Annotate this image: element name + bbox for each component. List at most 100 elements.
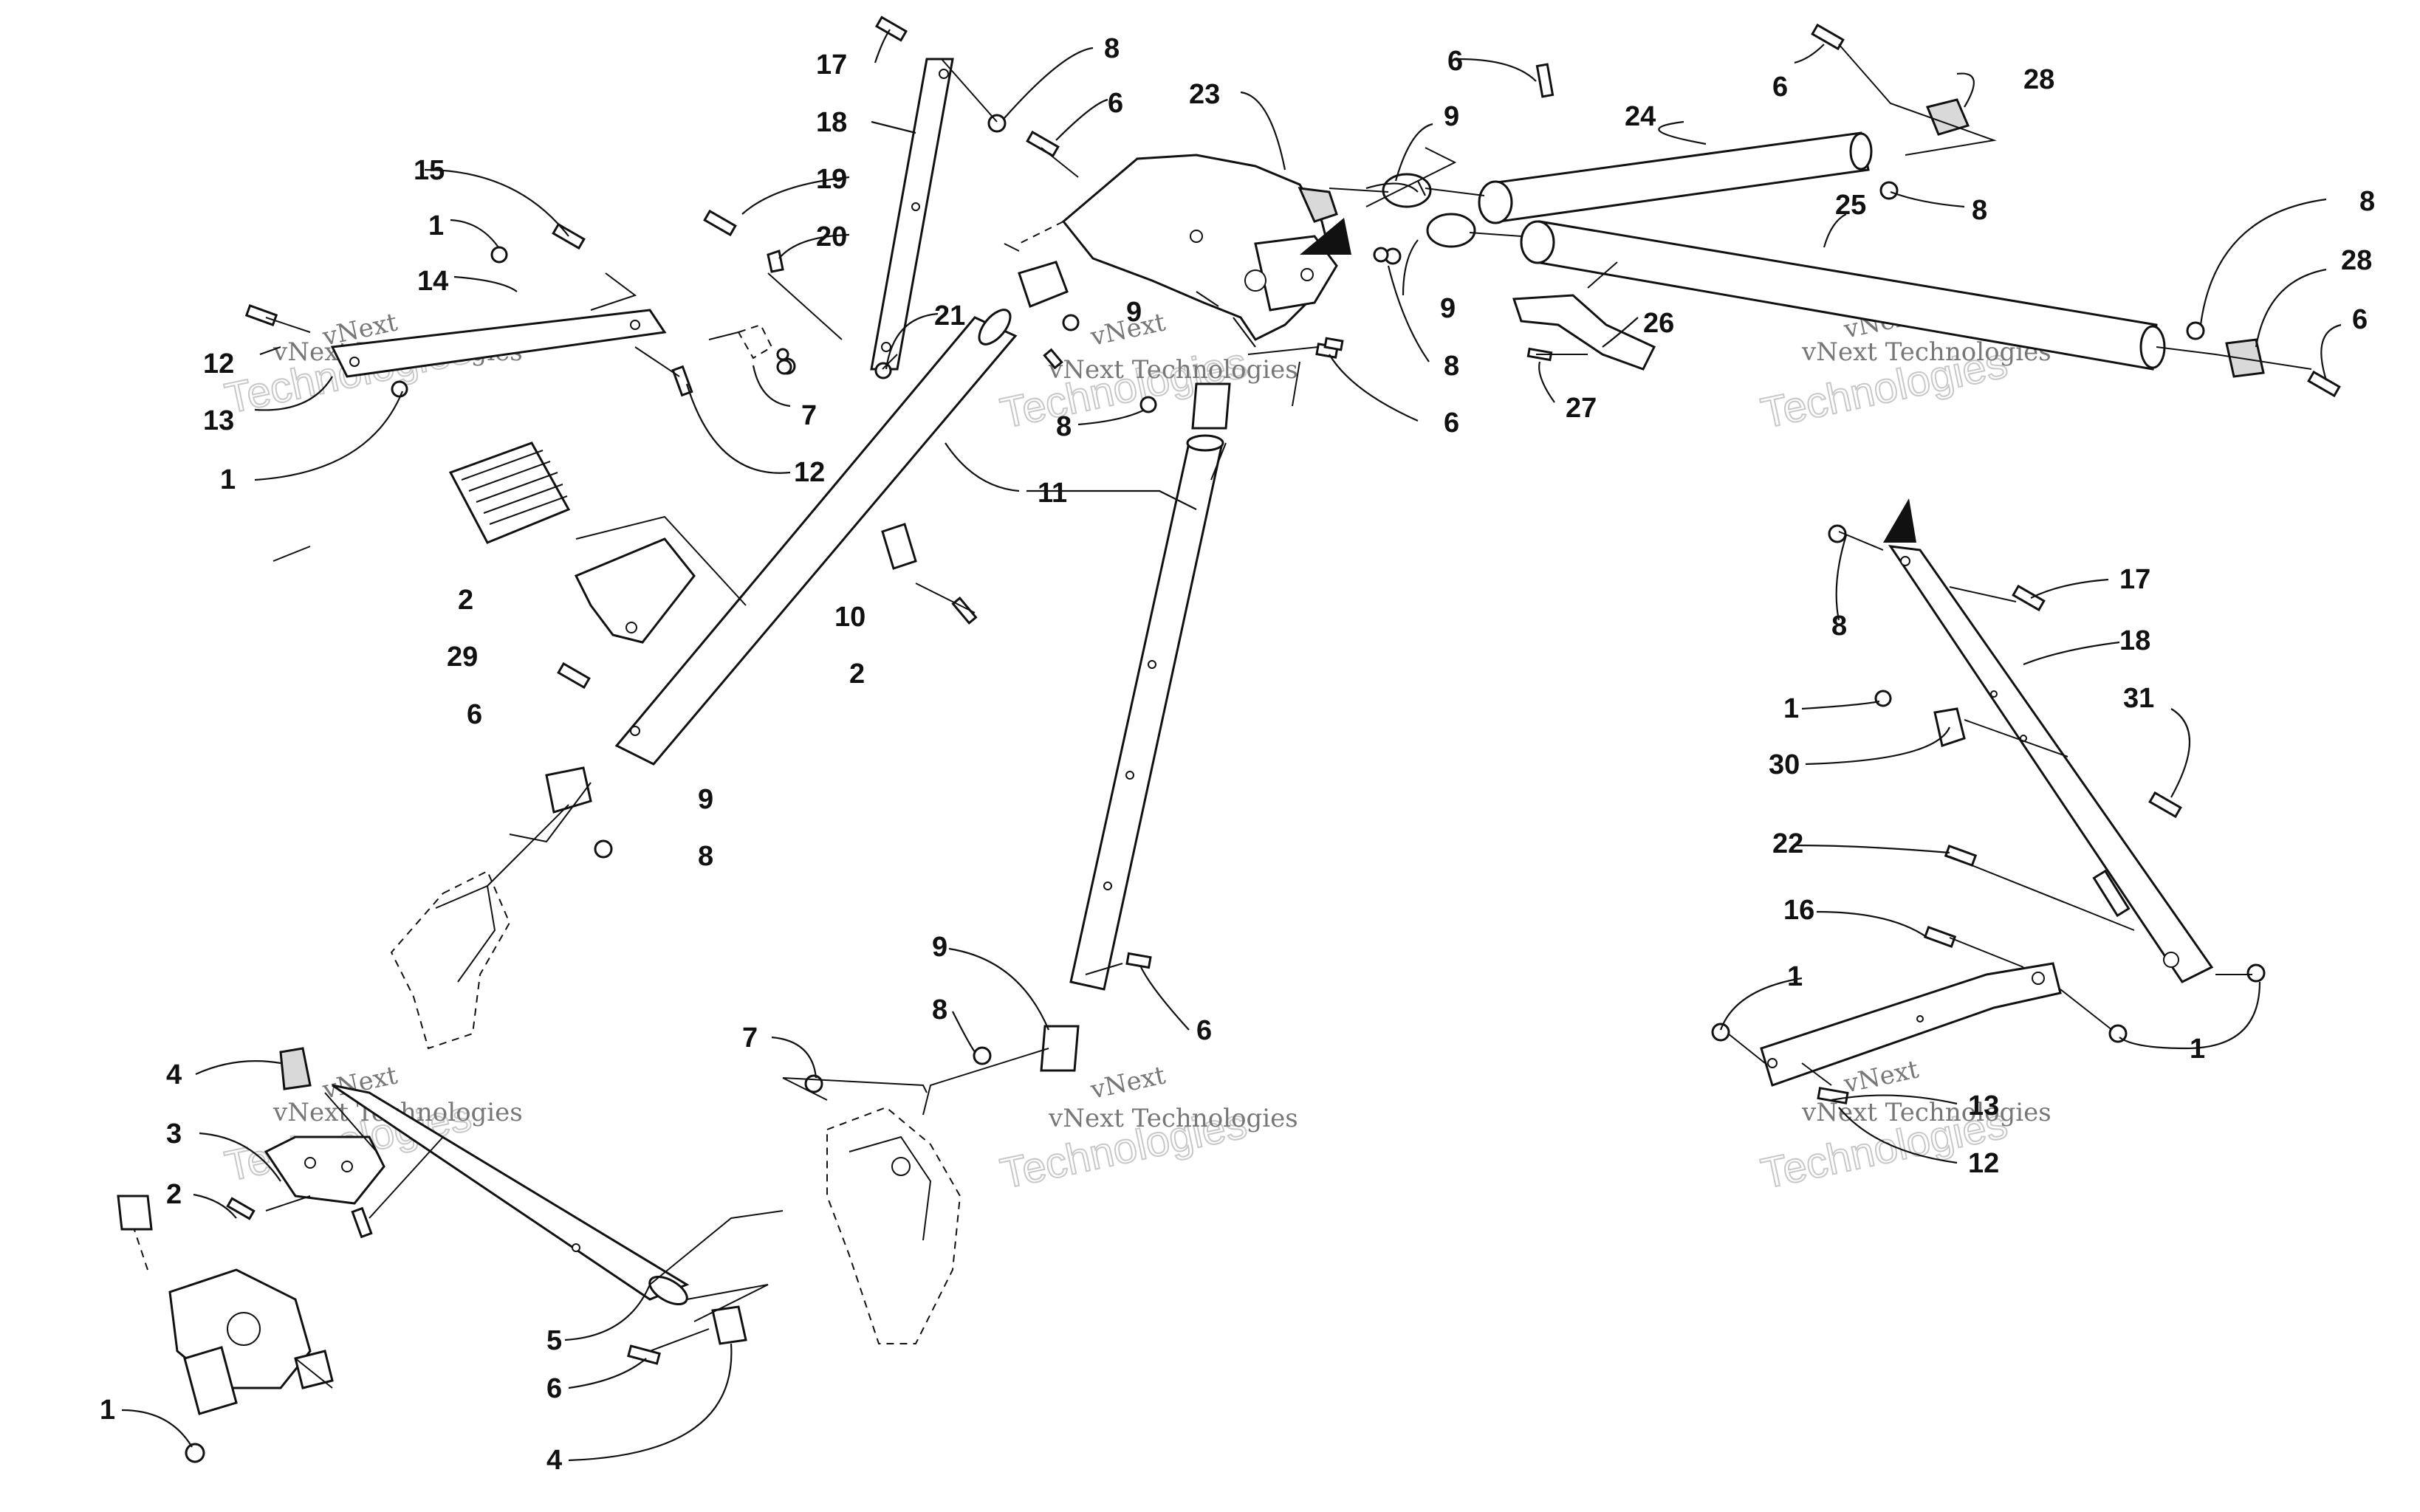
bracket-top-left (330, 309, 667, 378)
callout-30: 30 (1769, 749, 1800, 780)
callout-15: 15 (414, 155, 445, 186)
cross-tube-lower (1520, 220, 2166, 371)
end-cap-right (2225, 338, 2265, 378)
fasteners (185, 16, 2341, 1463)
callout-19: 19 (816, 164, 847, 195)
callout-7-top: 7 (801, 400, 817, 431)
callout-8-center: 8 (1056, 411, 1072, 442)
callout-2-center: 2 (849, 659, 865, 690)
callout-14: 14 (417, 266, 448, 297)
callout-6-casting: 6 (1447, 46, 1463, 77)
bracket-26 (1512, 294, 1656, 371)
callout-9-lower: 9 (1440, 293, 1456, 324)
vertical-tube-right (1069, 434, 1224, 991)
callout-6-center: 6 (1444, 408, 1459, 439)
callout-18-right: 18 (2119, 625, 2150, 656)
actuator-motor (117, 1195, 334, 1415)
leader-lines (121, 29, 2342, 1462)
center-casting (1018, 154, 1351, 341)
clip-20 (767, 250, 784, 273)
callout-4-bottom: 4 (546, 1445, 562, 1476)
callout-1-right-bar: 1 (1787, 961, 1803, 992)
callout-13-right: 13 (1968, 1090, 1999, 1121)
end-cap-top (1925, 98, 1970, 136)
bracket-3 (264, 1135, 385, 1205)
callout-6-top-right: 6 (1772, 72, 1788, 103)
clamp-mid-left (545, 766, 592, 814)
callout-17-right: 17 (2119, 564, 2150, 595)
callout-20: 20 (816, 221, 847, 252)
frame-casting-right (826, 1106, 962, 1344)
callout-labels: 17 8 18 6 23 19 20 21 15 1 14 12 13 1 7 … (100, 33, 2375, 1476)
callout-7-bottom: 7 (742, 1023, 758, 1054)
lower-bar-right (1760, 962, 2062, 1087)
callout-12-top-center: 12 (794, 457, 825, 488)
callout-26: 26 (1643, 308, 1674, 339)
callout-2-relay: 2 (458, 585, 473, 616)
clamp-vertical-top (1191, 382, 1231, 430)
callout-31: 31 (2123, 683, 2154, 714)
callout-10: 10 (834, 602, 865, 633)
callout-8-vertical-bottom: 8 (932, 994, 947, 1025)
svg-text:vNext Technologies: vNext Technologies (1048, 1104, 1298, 1133)
callout-9-vertical-bottom: 9 (932, 932, 947, 963)
callout-9-mid-left: 9 (698, 784, 713, 815)
callout-11: 11 (1038, 478, 1067, 509)
callout-8-top: 8 (1104, 33, 1120, 64)
callout-1-right-end: 1 (2190, 1034, 2205, 1065)
callout-8-casting: 8 (1444, 351, 1459, 382)
callout-6-top: 6 (1108, 88, 1123, 119)
callout-28-top: 28 (2023, 64, 2054, 95)
callout-8-right-bracket: 8 (1831, 611, 1847, 642)
callout-13-top-left: 13 (203, 405, 234, 436)
clamp-upper (1018, 261, 1069, 308)
diagonal-tube-left (614, 309, 1018, 766)
clip-4-upper (279, 1047, 312, 1090)
callout-1-right-clip: 1 (1783, 693, 1799, 724)
callout-18-top: 18 (816, 107, 847, 138)
frame-casting-left (390, 870, 511, 1050)
callout-17-top: 17 (816, 49, 847, 80)
clip-10 (881, 523, 917, 570)
svg-text:vNext Technologies: vNext Technologies (1048, 355, 1298, 385)
cross-tube-upper (1478, 131, 1873, 224)
callout-6-bottom: 6 (546, 1373, 562, 1404)
callout-12-right: 12 (1968, 1148, 1999, 1179)
callout-2-bottom-left: 2 (166, 1179, 182, 1210)
lower-bar-left (332, 1084, 690, 1306)
callout-22: 22 (1772, 828, 1803, 859)
callout-6-vertical-bottom: 6 (1196, 1015, 1212, 1046)
upright-bracket-top (870, 58, 954, 371)
callout-21: 21 (934, 300, 965, 331)
upright-bracket-right (1883, 498, 2214, 983)
clip-4-lower (711, 1305, 747, 1345)
callout-1-left: 1 (220, 464, 236, 495)
callout-5: 5 (546, 1325, 562, 1356)
relay-bracket (574, 537, 696, 644)
callout-25: 25 (1835, 190, 1866, 221)
callout-24: 24 (1625, 101, 1656, 132)
callout-28-right: 28 (2341, 245, 2372, 276)
callout-9-center: 9 (1126, 297, 1142, 328)
sleeve-lower-left (1426, 213, 1476, 248)
callout-4-top: 4 (166, 1059, 182, 1090)
callout-8-right: 8 (2359, 186, 2375, 217)
callout-1-top-left: 1 (428, 210, 444, 241)
callout-1-bottom-left: 1 (100, 1395, 115, 1426)
callout-6-right: 6 (2352, 304, 2368, 335)
callout-12-top-left: 12 (203, 348, 234, 379)
callout-23: 23 (1189, 79, 1220, 110)
callout-8-top-right: 8 (1972, 195, 1987, 226)
callout-29: 29 (447, 642, 478, 673)
callout-8-mid-left: 8 (698, 841, 713, 872)
relay-block (448, 441, 571, 544)
assembly-lines (265, 44, 2312, 1389)
callout-9-upper: 9 (1444, 101, 1459, 132)
clamp-vertical-bottom (1040, 1025, 1080, 1072)
callout-16: 16 (1783, 895, 1814, 926)
callout-6-left: 6 (467, 699, 482, 730)
clip-7-top (737, 323, 773, 360)
callout-27: 27 (1566, 393, 1597, 424)
callout-3: 3 (166, 1118, 182, 1150)
